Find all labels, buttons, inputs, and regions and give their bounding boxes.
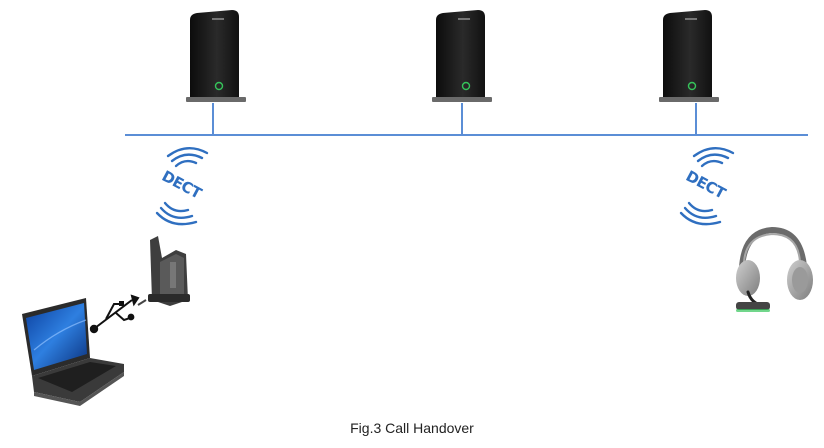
dect-signal-icon: DECT xyxy=(679,147,735,226)
dect-label: DECT xyxy=(159,167,206,203)
dect-label: DECT xyxy=(683,167,730,203)
laptop-icon xyxy=(22,298,124,406)
dect-usb-dongle-icon xyxy=(137,236,190,306)
figure-caption: Fig.3 Call Handover xyxy=(350,420,474,436)
usb-icon xyxy=(89,294,140,334)
headset-icon xyxy=(736,226,813,312)
base-station-icon xyxy=(659,10,719,102)
base-station-icon xyxy=(432,10,492,102)
base-station-icon xyxy=(186,10,246,102)
dect-signal-icon: DECT xyxy=(155,147,209,226)
